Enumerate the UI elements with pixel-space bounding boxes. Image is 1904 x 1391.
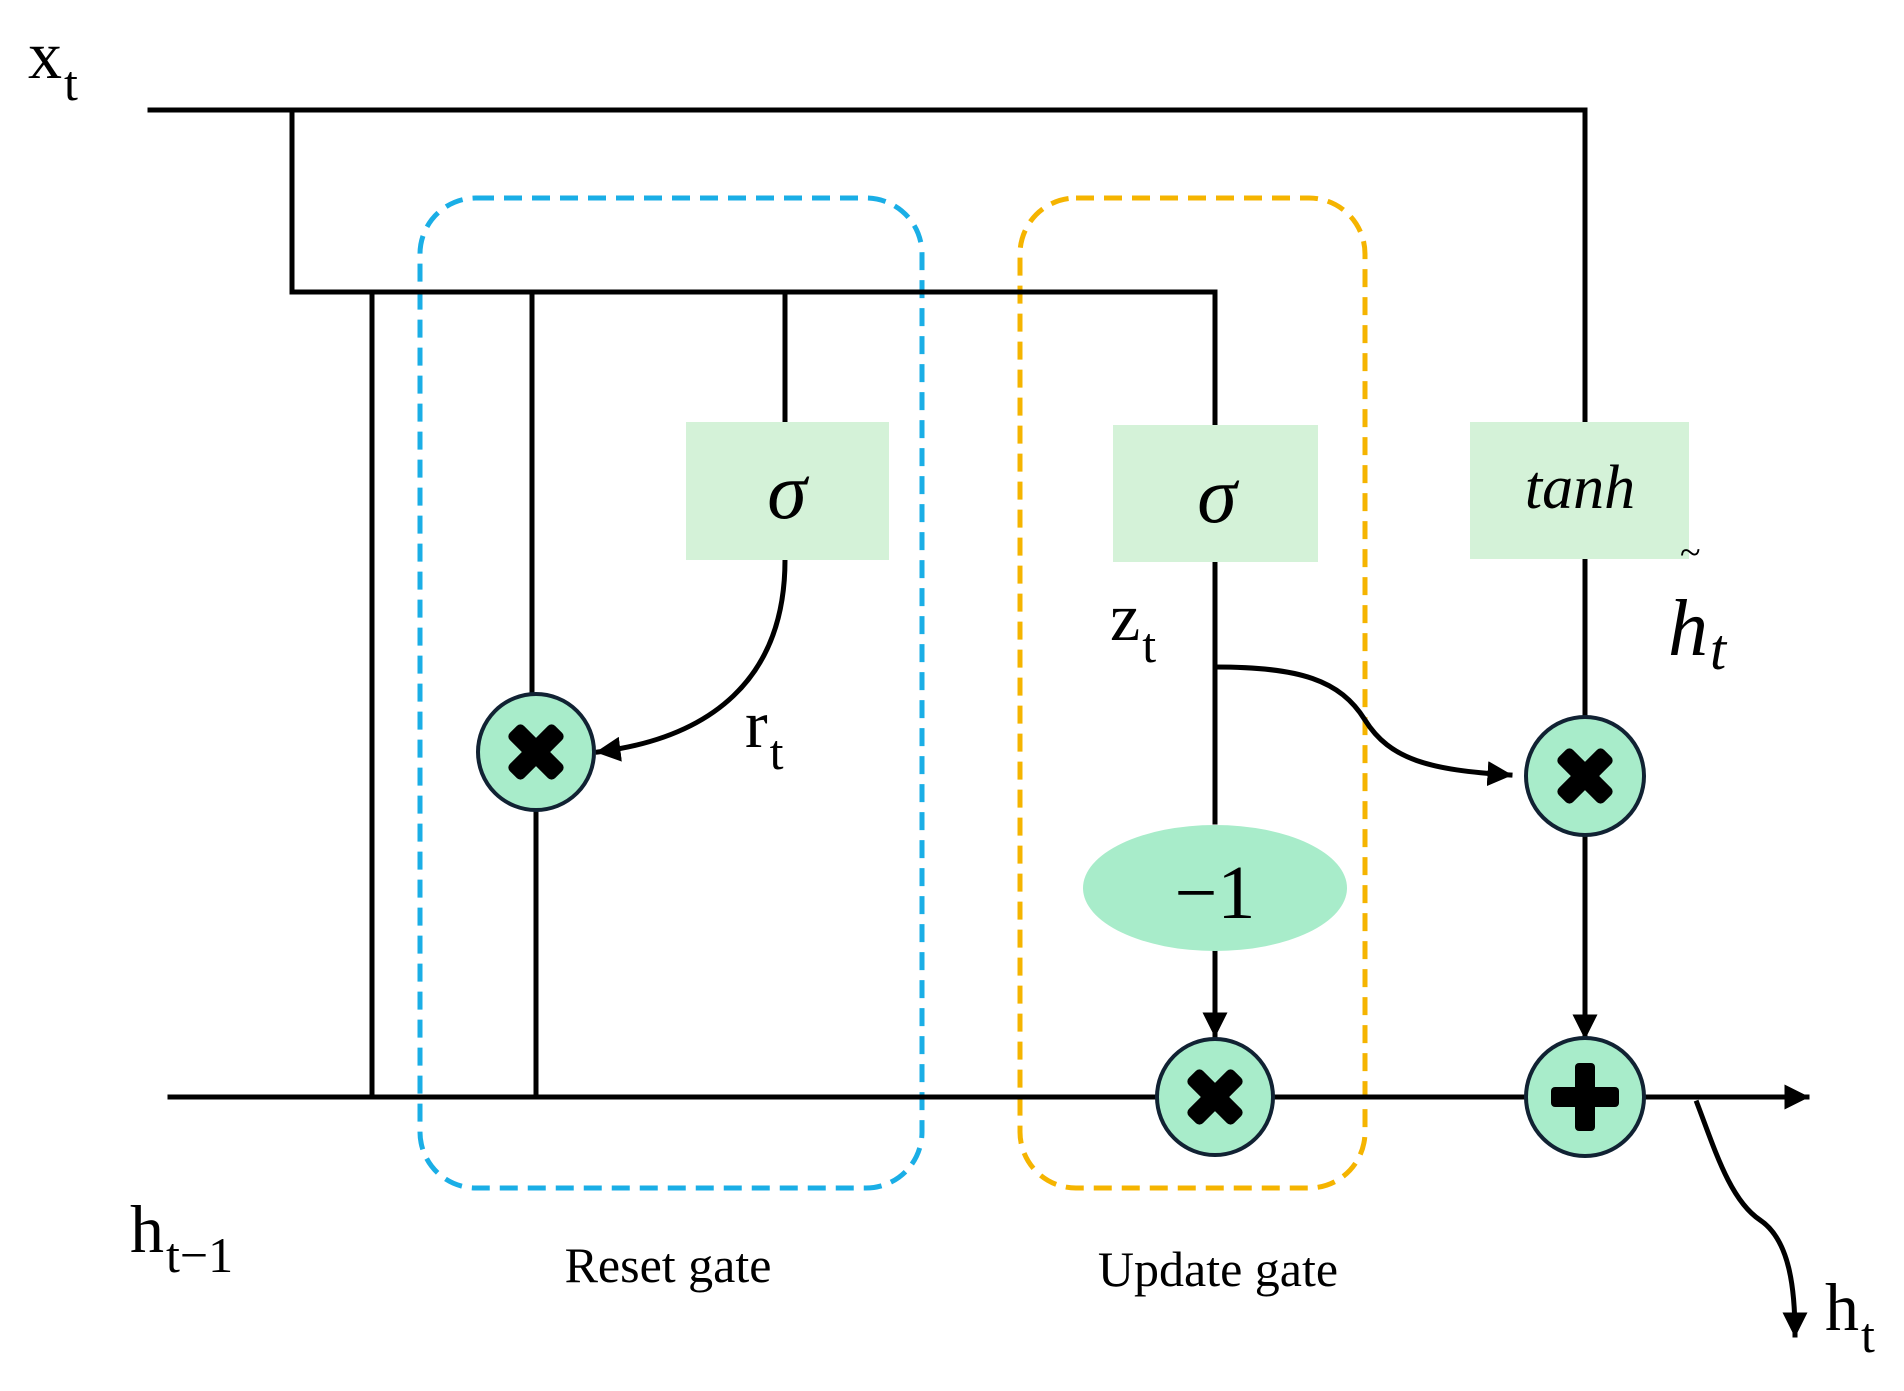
add-node [1524,1036,1646,1158]
reset-gate-label: Reset gate [565,1237,772,1293]
zt-to-tanh-multiply-arrow [1212,664,1513,787]
update-multiply-node [1155,1037,1275,1157]
xt-branch-line [289,107,1218,428]
reset-gate-box [417,195,925,1191]
multiply-icon [1557,748,1613,804]
tanh-multiply-node [1524,715,1646,837]
reset-multiply-node [476,692,596,812]
h-tilde-label: ~ ht [1668,532,1728,682]
multiply-icon [508,724,564,780]
ht-label: ht [1825,1269,1875,1363]
ht-output-arrow [1693,1099,1808,1338]
svg-text:−1: −1 [1175,851,1256,935]
zt-label: zt [1110,579,1156,673]
minus-one-block: −1 [1083,825,1347,951]
svg-text:σ: σ [767,448,809,536]
update-gate-label: Update gate [1098,1241,1338,1297]
svg-text:tanh: tanh [1525,454,1635,522]
update-gate-box [1017,195,1368,1191]
h-prev-label: ht−1 [130,1191,233,1283]
reset-sigma-block: σ [686,422,889,560]
tanh-block: tanh [1470,422,1689,559]
svg-text:σ: σ [1197,452,1239,540]
plus-icon [1551,1063,1619,1131]
svg-text:ht: ht [1668,585,1728,682]
xt-label: xt [28,17,78,111]
rt-arrow [595,557,788,762]
xt-input-line [147,107,1588,428]
svg-text:~: ~ [1680,532,1701,574]
multiply-icon [1187,1069,1243,1125]
update-sigma-block: σ [1113,425,1318,562]
rt-label: rt [745,686,784,780]
